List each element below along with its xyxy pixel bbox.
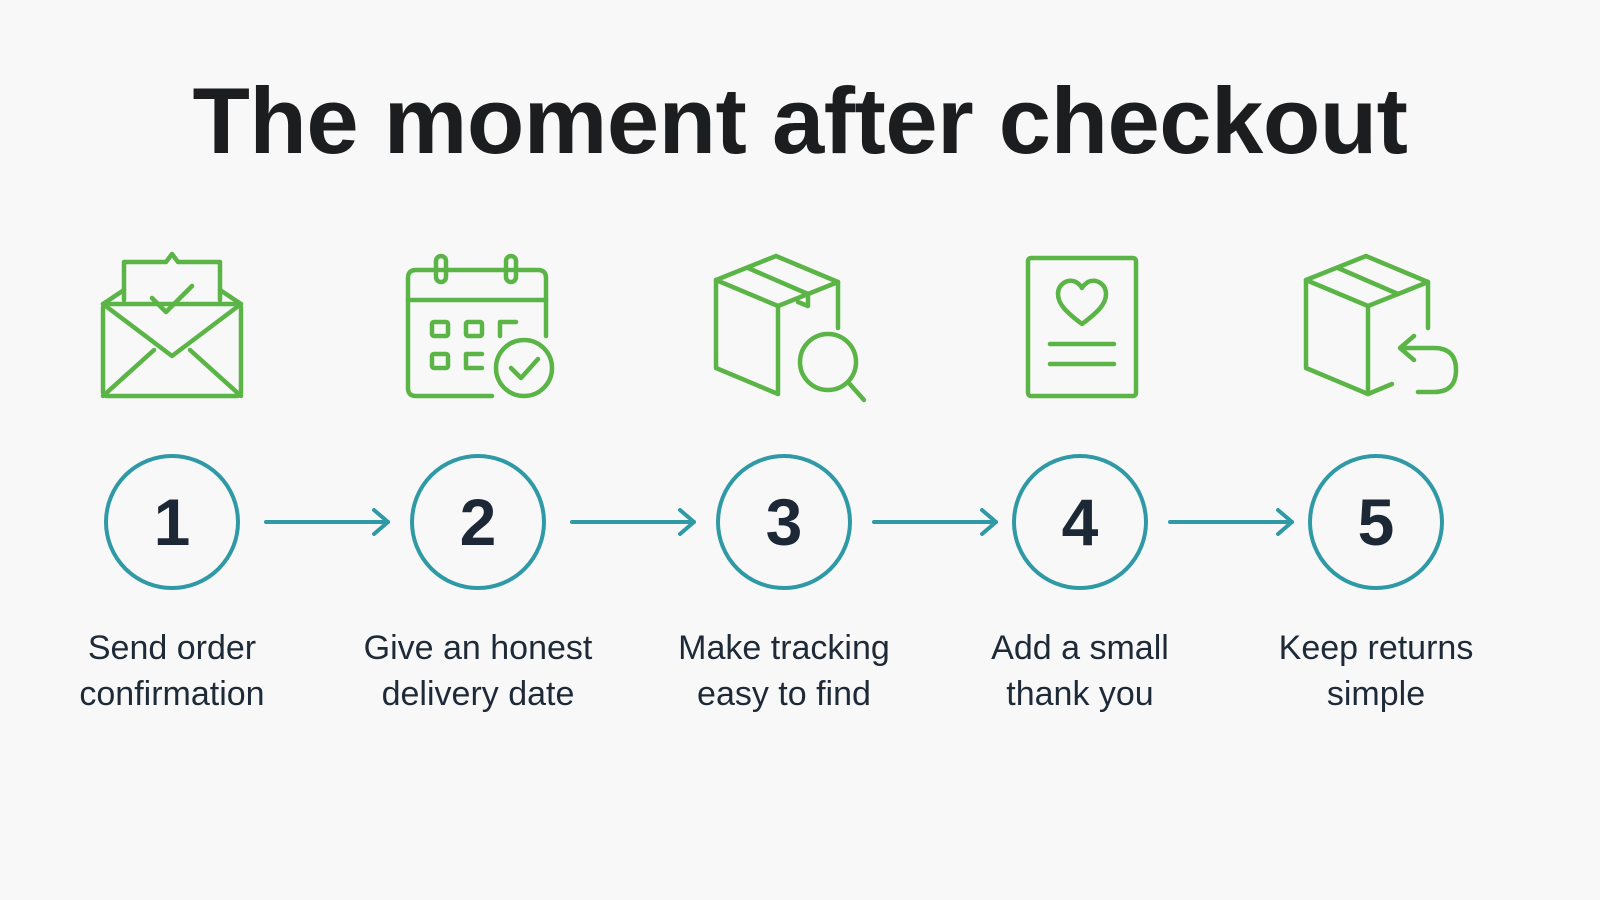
step-number-5: 5 xyxy=(1308,454,1444,590)
step-label-5: Keep returns simple xyxy=(1226,625,1526,717)
step-label-line: delivery date xyxy=(381,675,575,713)
step-number-4: 4 xyxy=(1012,454,1148,590)
calendar-check-icon xyxy=(388,244,568,414)
page-title: The moment after checkout xyxy=(192,68,1408,173)
step-number-3: 3 xyxy=(716,454,852,590)
arrow-right-icon xyxy=(872,507,1002,537)
package-return-icon xyxy=(1292,244,1472,414)
step-label-line: Send order xyxy=(87,629,257,667)
step-label-line: Give an honest xyxy=(363,629,593,667)
step-number-1: 1 xyxy=(104,454,240,590)
step-label-line: Keep returns xyxy=(1278,629,1474,667)
envelope-check-icon xyxy=(86,244,266,414)
step-label-line: easy to find xyxy=(697,675,871,713)
arrow-right-icon xyxy=(1168,507,1298,537)
step-label-1: Send order confirmation xyxy=(22,625,322,717)
step-label-3: Make tracking easy to find xyxy=(634,625,934,717)
step-label-line: thank you xyxy=(1006,675,1154,713)
step-label-4: Add a small thank you xyxy=(930,625,1230,717)
step-label-line: Add a small xyxy=(991,629,1169,667)
heart-card-icon xyxy=(992,244,1172,414)
arrow-right-icon xyxy=(264,507,394,537)
arrow-right-icon xyxy=(570,507,700,537)
step-label-2: Give an honest delivery date xyxy=(328,625,628,717)
step-label-line: simple xyxy=(1326,675,1426,713)
step-label-line: Make tracking xyxy=(678,629,890,667)
package-search-icon xyxy=(696,244,876,414)
step-number-2: 2 xyxy=(410,454,546,590)
step-label-line: confirmation xyxy=(79,675,265,713)
